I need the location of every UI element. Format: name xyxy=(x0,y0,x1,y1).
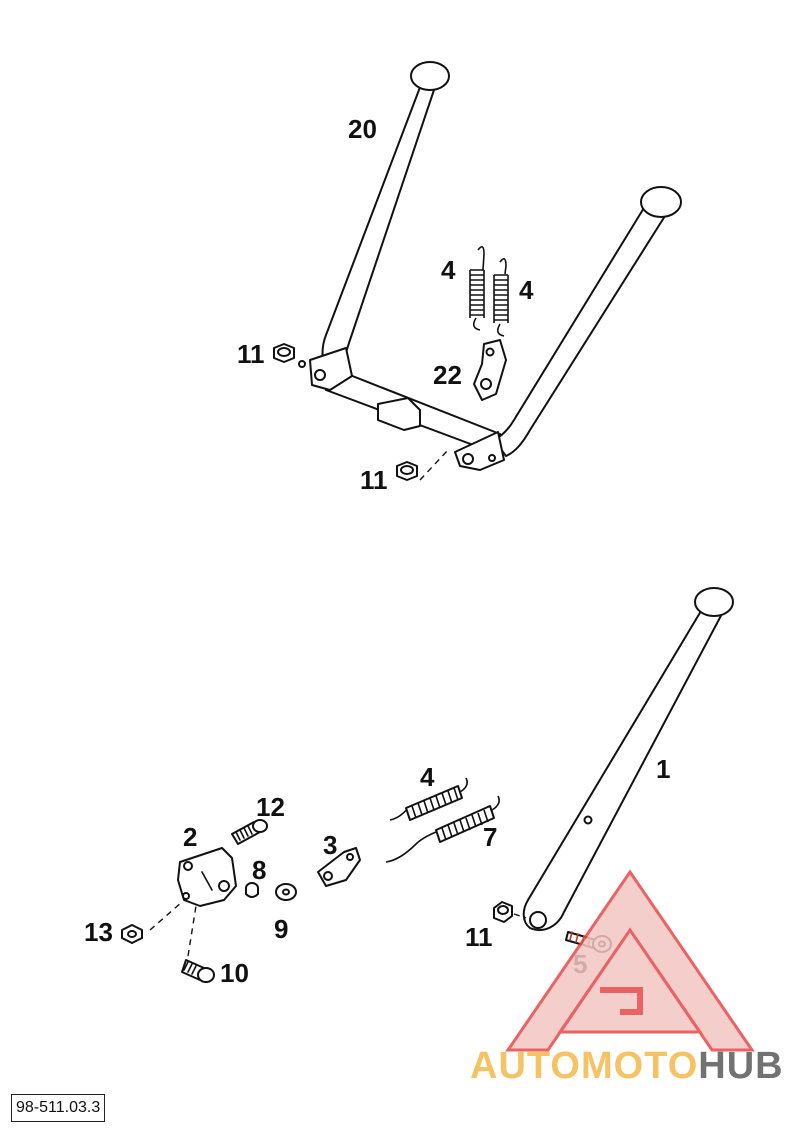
top-spring-a xyxy=(469,246,485,331)
label-4-bottom: 4 xyxy=(420,762,435,792)
bush-8 xyxy=(245,882,259,898)
bottom-spring-7 xyxy=(385,795,500,863)
left-bracket-hole xyxy=(314,369,326,381)
label-4-top-right: 4 xyxy=(519,275,534,305)
side-stand-pivot-eye xyxy=(529,911,547,929)
spring-plate-hole-a xyxy=(323,871,333,881)
side-stand-bracket xyxy=(177,847,237,907)
top-nut-guide-line xyxy=(419,449,449,481)
label-2: 2 xyxy=(183,822,197,852)
nut-13 xyxy=(121,924,143,944)
bracket-hole-a xyxy=(485,347,495,357)
washer-9 xyxy=(275,883,297,901)
right-bracket-hole xyxy=(462,453,474,465)
label-7: 7 xyxy=(483,822,497,852)
bracket-pivot-hole xyxy=(218,880,230,892)
nut-13-guide-line xyxy=(149,901,183,931)
label-11-top-right: 11 xyxy=(360,465,388,495)
bottom-spring-4 xyxy=(389,777,468,821)
side-stand-nut xyxy=(493,901,513,923)
label-13: 13 xyxy=(84,917,113,947)
center-stand-right-foot xyxy=(640,186,682,218)
automotohub-watermark: AUTOMOTOHUB xyxy=(470,869,784,1087)
bracket-pin xyxy=(201,871,213,891)
center-stand-assembly xyxy=(298,61,682,471)
label-10: 10 xyxy=(220,958,249,988)
bracket-hole xyxy=(182,892,190,900)
bolt-10-guide-line xyxy=(187,905,197,957)
spring-plate-hole-b xyxy=(346,853,354,861)
left-pivot-pin xyxy=(298,360,306,368)
bracket-stud xyxy=(183,861,193,871)
side-stand-spring-pin xyxy=(583,815,593,825)
label-11-bottom: 11 xyxy=(465,922,493,952)
side-stand-nut-guide-line xyxy=(513,913,527,919)
center-stand-right-leg xyxy=(493,197,671,457)
top-nut-left xyxy=(273,343,295,363)
watermark-text: AUTOMOTOHUB xyxy=(470,1045,784,1087)
center-stand-left-foot xyxy=(410,61,450,91)
mounting-bolt-12 xyxy=(231,819,268,845)
watermark-logo-inner xyxy=(600,987,643,1015)
label-11-top-left: 11 xyxy=(237,339,265,369)
right-pivot-pin xyxy=(488,454,496,462)
side-stand-foot xyxy=(694,587,734,617)
watermark-logo-triangle xyxy=(505,869,755,1052)
watermark-text-automoto: AUTOMOTO xyxy=(470,1045,698,1087)
top-springs xyxy=(469,246,509,337)
label-22: 22 xyxy=(433,360,462,390)
top-spring-b xyxy=(493,258,509,337)
side-stand-leg xyxy=(522,605,725,931)
bracket-hole-b xyxy=(480,378,492,390)
center-stand-lever xyxy=(377,397,421,431)
label-4-top-left: 4 xyxy=(441,255,456,285)
top-nut-right xyxy=(396,461,418,481)
label-9: 9 xyxy=(274,914,288,944)
bolt-10 xyxy=(181,959,215,983)
diagram-reference-number: 98-511.03.3 xyxy=(11,1094,106,1122)
label-3: 3 xyxy=(323,830,337,860)
label-20: 20 xyxy=(348,114,377,144)
center-stand-left-leg xyxy=(321,81,437,381)
side-stand xyxy=(522,587,734,931)
watermark-text-hub: HUB xyxy=(698,1045,783,1087)
label-8: 8 xyxy=(252,855,266,885)
label-12: 12 xyxy=(256,792,285,822)
label-1: 1 xyxy=(656,754,670,784)
